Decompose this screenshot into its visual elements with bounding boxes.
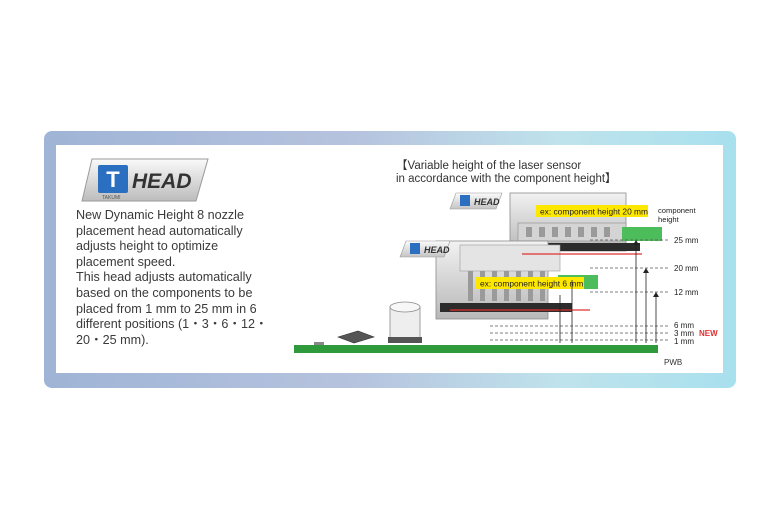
logo-brand: HEAD bbox=[132, 170, 192, 193]
height-label: 20 mm bbox=[674, 264, 699, 273]
desc-line: placed from 1 mm to 25 mm in 6 bbox=[76, 301, 257, 316]
takumi-head-logo: T HEAD TAKUMI bbox=[81, 158, 209, 202]
pwb-label: PWB bbox=[664, 358, 682, 367]
desc-line: placement speed. bbox=[76, 254, 176, 269]
lower-tag-brand: HEAD bbox=[424, 245, 450, 255]
desc-line: placement head automatically bbox=[76, 223, 243, 238]
desc-line: adjusts height to optimize bbox=[76, 239, 219, 254]
desc-line: based on the components to be bbox=[76, 285, 253, 300]
component-height-label: component bbox=[658, 206, 696, 215]
height-label: 1 mm bbox=[674, 337, 694, 346]
diagram-caption: 【Variable height of the laser sensor in … bbox=[396, 160, 617, 186]
upper-example-label: ex: component height 20 mm bbox=[540, 207, 648, 217]
caption-line: in accordance with the component height】 bbox=[396, 173, 617, 185]
height-label: 3 mm bbox=[674, 329, 694, 338]
height-label: 12 mm bbox=[674, 288, 699, 297]
upper-label-bg bbox=[536, 205, 648, 217]
height-label: 25 mm bbox=[674, 236, 699, 245]
component-height-label: height bbox=[658, 215, 680, 224]
desc-line: 20・25 mm). bbox=[76, 332, 149, 347]
upper-tag-brand: HEAD bbox=[474, 197, 500, 207]
height-diagram: HEAD HEAD ex: component height 20 mm ex:… bbox=[294, 192, 718, 367]
logo-sub: TAKUMI bbox=[102, 195, 121, 201]
desc-line: New Dynamic Height 8 nozzle bbox=[76, 208, 244, 222]
height-label: 6 mm bbox=[674, 321, 694, 330]
description: New Dynamic Height 8 nozzle placement he… bbox=[76, 208, 288, 348]
caption-line: 【Variable height of the laser sensor bbox=[396, 160, 582, 172]
pwb-board bbox=[294, 345, 658, 353]
lower-example-label: ex: component height 6 mm bbox=[480, 279, 583, 289]
desc-line: This head adjusts automatically bbox=[76, 270, 252, 285]
chip-component bbox=[337, 330, 375, 344]
desc-line: different positions (1・3・6・12・ bbox=[76, 317, 268, 332]
new-badge: NEW bbox=[699, 329, 718, 338]
lower-label-bg bbox=[476, 277, 584, 289]
logo-mark: T bbox=[106, 167, 120, 192]
small-component bbox=[314, 342, 324, 346]
tall-component bbox=[388, 301, 422, 343]
